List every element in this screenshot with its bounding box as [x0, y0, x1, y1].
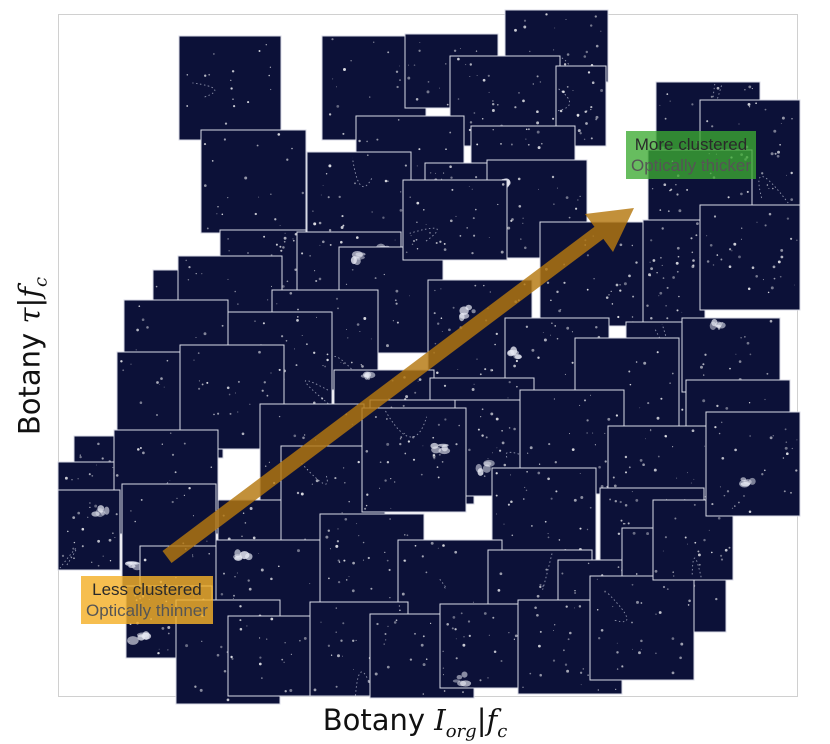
satellite-tile [57, 489, 121, 571]
annotation-line-1: More clustered [634, 135, 748, 154]
x-axis-condition: f [486, 703, 498, 737]
y-axis-condition-subscript: c [30, 276, 52, 287]
annotation-line-2: Optically thicker [631, 156, 751, 175]
y-axis-condition: f [12, 286, 47, 298]
satellite-tile [589, 575, 695, 681]
satellite-tile [642, 219, 706, 323]
satellite-tile [200, 129, 307, 234]
x-axis-separator: | [476, 703, 487, 737]
annotation-line-2: Optically thinner [86, 601, 208, 620]
less-clustered-annotation: Less clustered Optically thinner [81, 576, 213, 624]
x-axis-label: Botany Iorg|fc [0, 703, 830, 742]
satellite-tile [539, 221, 644, 327]
more-clustered-annotation: More clustered Optically thicker [626, 131, 756, 179]
x-axis-condition-subscript: c [497, 720, 508, 742]
satellite-tile [705, 411, 801, 517]
y-axis-label: Botany τ|fc [13, 277, 52, 435]
x-axis-prefix: Botany [322, 703, 435, 737]
satellite-tile [361, 407, 467, 513]
y-axis-separator: | [12, 297, 47, 308]
satellite-tile [402, 179, 508, 261]
satellite-tile [699, 204, 801, 311]
x-axis-symbol: I [434, 703, 446, 737]
annotation-line-1: Less clustered [92, 580, 202, 599]
satellite-tile [178, 35, 282, 141]
y-axis-symbol: τ [12, 307, 47, 324]
y-axis-prefix: Botany [12, 323, 47, 436]
x-axis-subscript: org [445, 720, 477, 742]
